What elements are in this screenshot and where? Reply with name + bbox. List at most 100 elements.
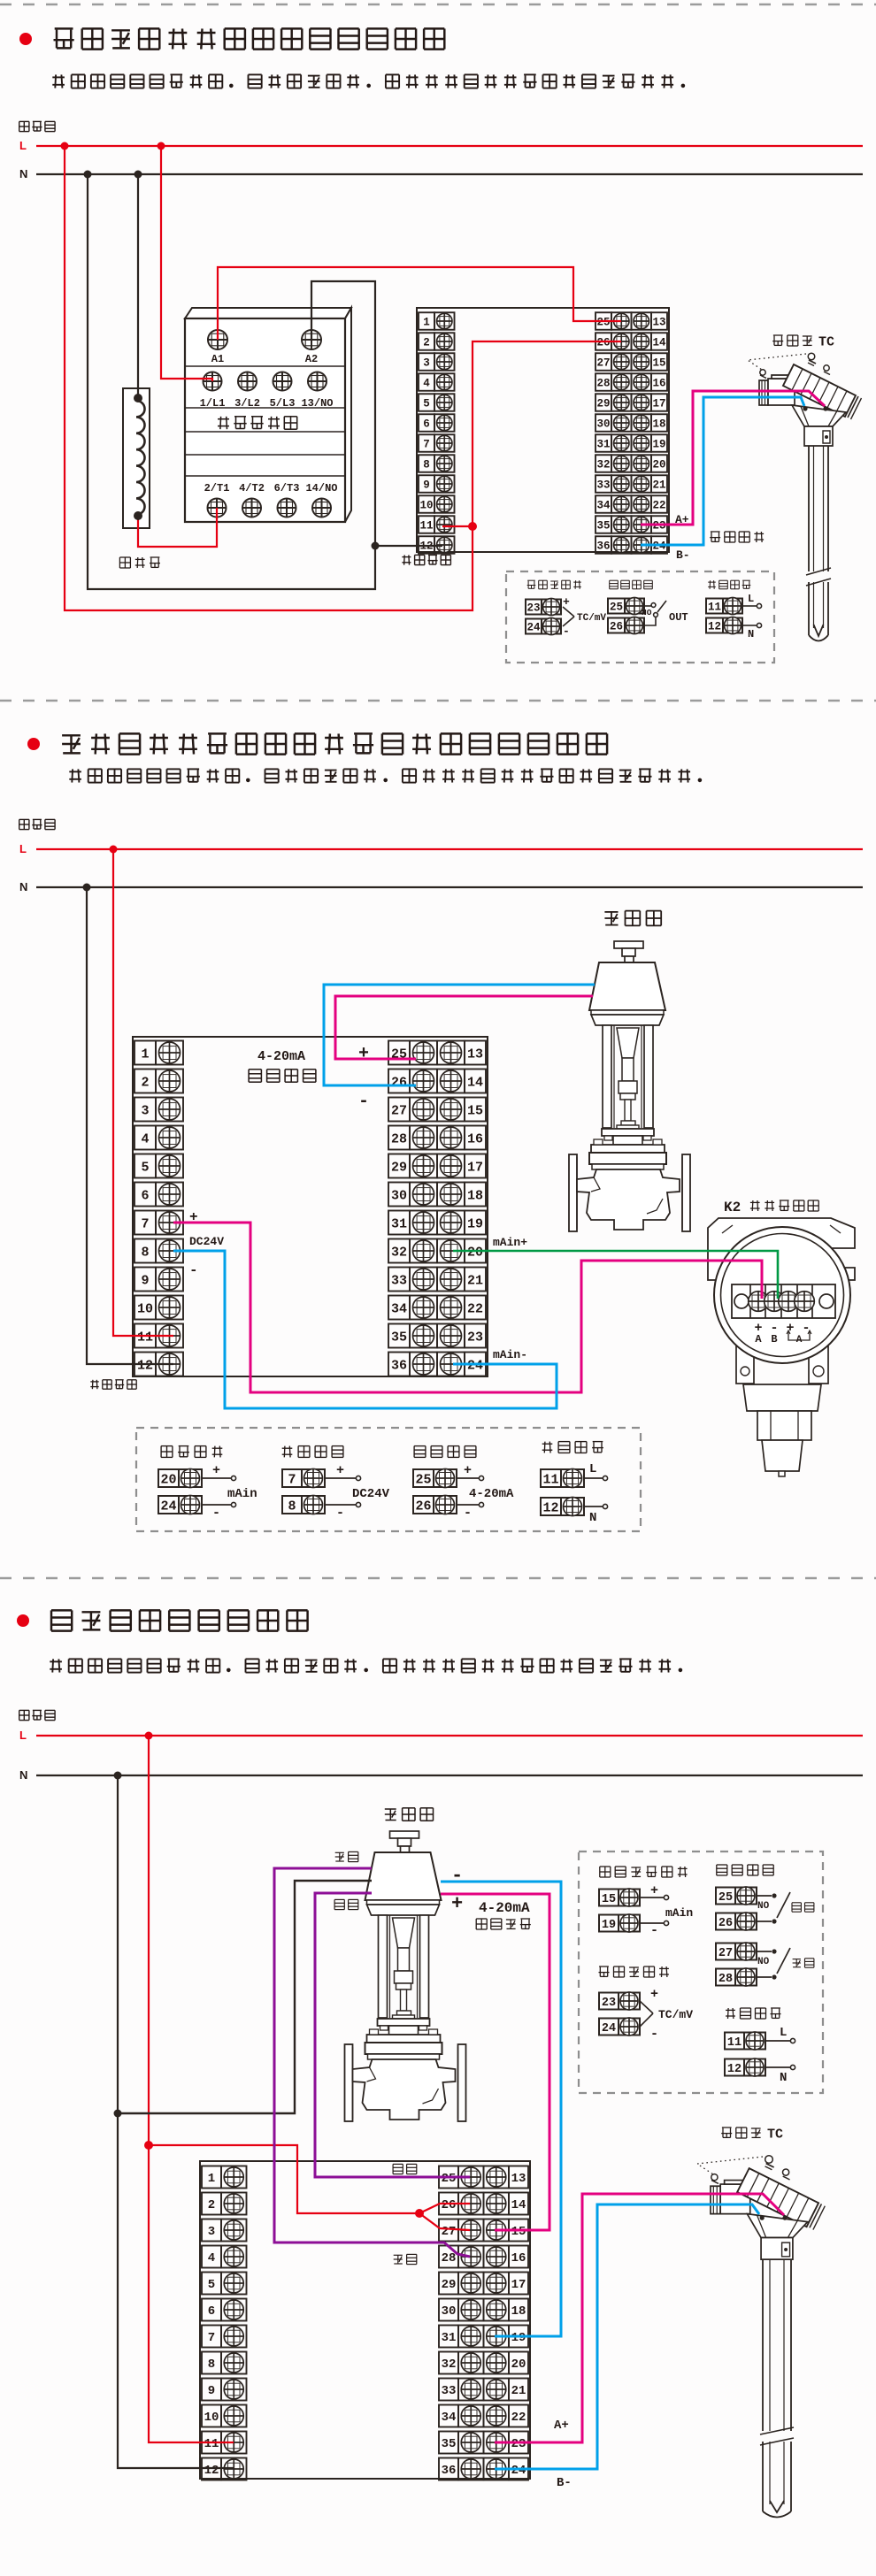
svg-text:-: - (464, 1506, 472, 1521)
svg-text:14: 14 (467, 1075, 483, 1090)
svg-text:25: 25 (596, 317, 610, 329)
svg-text:TC/mV: TC/mV (658, 2008, 693, 2021)
svg-text:25: 25 (718, 1891, 733, 1905)
svg-text:28: 28 (391, 1131, 407, 1146)
svg-text:12: 12 (542, 1500, 558, 1515)
svg-text:33: 33 (442, 2384, 457, 2398)
svg-text:1: 1 (423, 317, 430, 329)
svg-text:1: 1 (141, 1046, 149, 1062)
svg-text:-: - (802, 1321, 810, 1336)
svg-text:34: 34 (596, 500, 611, 512)
svg-text:6: 6 (423, 418, 430, 431)
svg-text:24: 24 (511, 2464, 526, 2478)
svg-text:13: 13 (652, 317, 665, 329)
svg-text:17: 17 (511, 2278, 526, 2292)
svg-text:31: 31 (442, 2331, 457, 2345)
svg-text:2: 2 (208, 2198, 215, 2212)
svg-text:22: 22 (467, 1301, 483, 1316)
svg-text:6/T3: 6/T3 (274, 482, 300, 494)
svg-text:A: A (796, 1335, 803, 1346)
svg-text:10: 10 (419, 500, 433, 512)
svg-text:+: + (563, 595, 570, 609)
svg-text:15: 15 (652, 357, 665, 370)
svg-text:L: L (780, 2026, 787, 2040)
svg-text:32: 32 (596, 459, 610, 472)
svg-text:6: 6 (141, 1188, 149, 1203)
svg-text:mAin-: mAin- (493, 1348, 527, 1361)
svg-text:30: 30 (442, 2304, 457, 2319)
svg-text:24: 24 (526, 622, 541, 634)
svg-text:NO: NO (757, 1901, 770, 1912)
svg-text:11: 11 (708, 602, 721, 614)
svg-text:27: 27 (596, 357, 610, 370)
svg-text:21: 21 (511, 2384, 526, 2398)
svg-text:22: 22 (652, 500, 665, 512)
svg-text:OUT: OUT (669, 611, 688, 624)
svg-text:1: 1 (208, 2172, 215, 2186)
svg-text:26: 26 (718, 1917, 733, 1930)
svg-text:11: 11 (137, 1330, 153, 1345)
svg-text:+: + (189, 1209, 198, 1225)
svg-text:5: 5 (423, 398, 430, 410)
svg-text:22: 22 (511, 2411, 526, 2425)
svg-text:3: 3 (423, 357, 430, 370)
svg-text:8: 8 (141, 1245, 149, 1260)
svg-text:19: 19 (652, 439, 665, 451)
svg-text:18: 18 (467, 1188, 483, 1203)
svg-text:3/L2: 3/L2 (234, 397, 260, 410)
svg-text:17: 17 (467, 1160, 483, 1175)
svg-text:A+: A+ (675, 513, 689, 526)
svg-text:K2: K2 (724, 1200, 741, 1215)
svg-text:A: A (755, 1333, 762, 1346)
svg-text:4: 4 (141, 1131, 149, 1146)
svg-text:16: 16 (652, 378, 665, 390)
svg-text:34: 34 (391, 1301, 407, 1316)
svg-text:23: 23 (526, 602, 540, 615)
svg-text:9: 9 (141, 1273, 149, 1288)
svg-text:L: L (589, 1462, 596, 1476)
svg-text:8: 8 (288, 1499, 296, 1514)
svg-text:-: - (358, 1092, 369, 1112)
svg-text:27: 27 (442, 2225, 457, 2239)
svg-text:+: + (754, 1321, 762, 1336)
svg-text:34: 34 (442, 2411, 457, 2425)
svg-text:N: N (748, 628, 754, 640)
svg-text:8: 8 (208, 2358, 215, 2372)
svg-text:29: 29 (596, 398, 610, 410)
svg-text:19: 19 (511, 2331, 526, 2345)
svg-text:3: 3 (141, 1103, 149, 1118)
svg-text:32: 32 (442, 2358, 457, 2372)
svg-text:32: 32 (391, 1245, 407, 1260)
svg-text:35: 35 (596, 520, 610, 533)
svg-text:L: L (19, 139, 27, 152)
svg-text:16: 16 (467, 1131, 483, 1146)
svg-text:B-: B- (676, 548, 690, 562)
svg-text:15: 15 (602, 1893, 616, 1906)
svg-text:35: 35 (391, 1330, 407, 1345)
svg-text:23: 23 (602, 1997, 616, 2010)
svg-text:N: N (19, 880, 27, 893)
svg-text:A2: A2 (305, 353, 318, 365)
svg-text:14: 14 (652, 337, 666, 349)
svg-text:+: + (650, 1883, 658, 1898)
svg-text:7: 7 (423, 439, 430, 451)
svg-text:36: 36 (596, 540, 610, 553)
svg-text:36: 36 (391, 1358, 407, 1373)
svg-text:3: 3 (208, 2225, 215, 2239)
svg-text:mAin: mAin (665, 1906, 693, 1920)
svg-text:30: 30 (391, 1188, 407, 1203)
svg-text:21: 21 (652, 479, 665, 492)
svg-text:25: 25 (610, 602, 623, 614)
svg-text:-: - (650, 1923, 658, 1938)
svg-text:A+: A+ (554, 2419, 569, 2433)
svg-text:mAin+: mAin+ (493, 1236, 527, 1249)
svg-text:23: 23 (467, 1330, 483, 1345)
svg-text:26: 26 (596, 337, 610, 349)
svg-text:20: 20 (160, 1472, 176, 1487)
svg-text:NO: NO (642, 608, 652, 617)
svg-text:26: 26 (391, 1075, 407, 1090)
svg-text:12: 12 (727, 2063, 742, 2076)
svg-text:TC: TC (767, 2128, 783, 2143)
svg-text:15: 15 (467, 1103, 483, 1118)
svg-text:10: 10 (204, 2411, 219, 2425)
